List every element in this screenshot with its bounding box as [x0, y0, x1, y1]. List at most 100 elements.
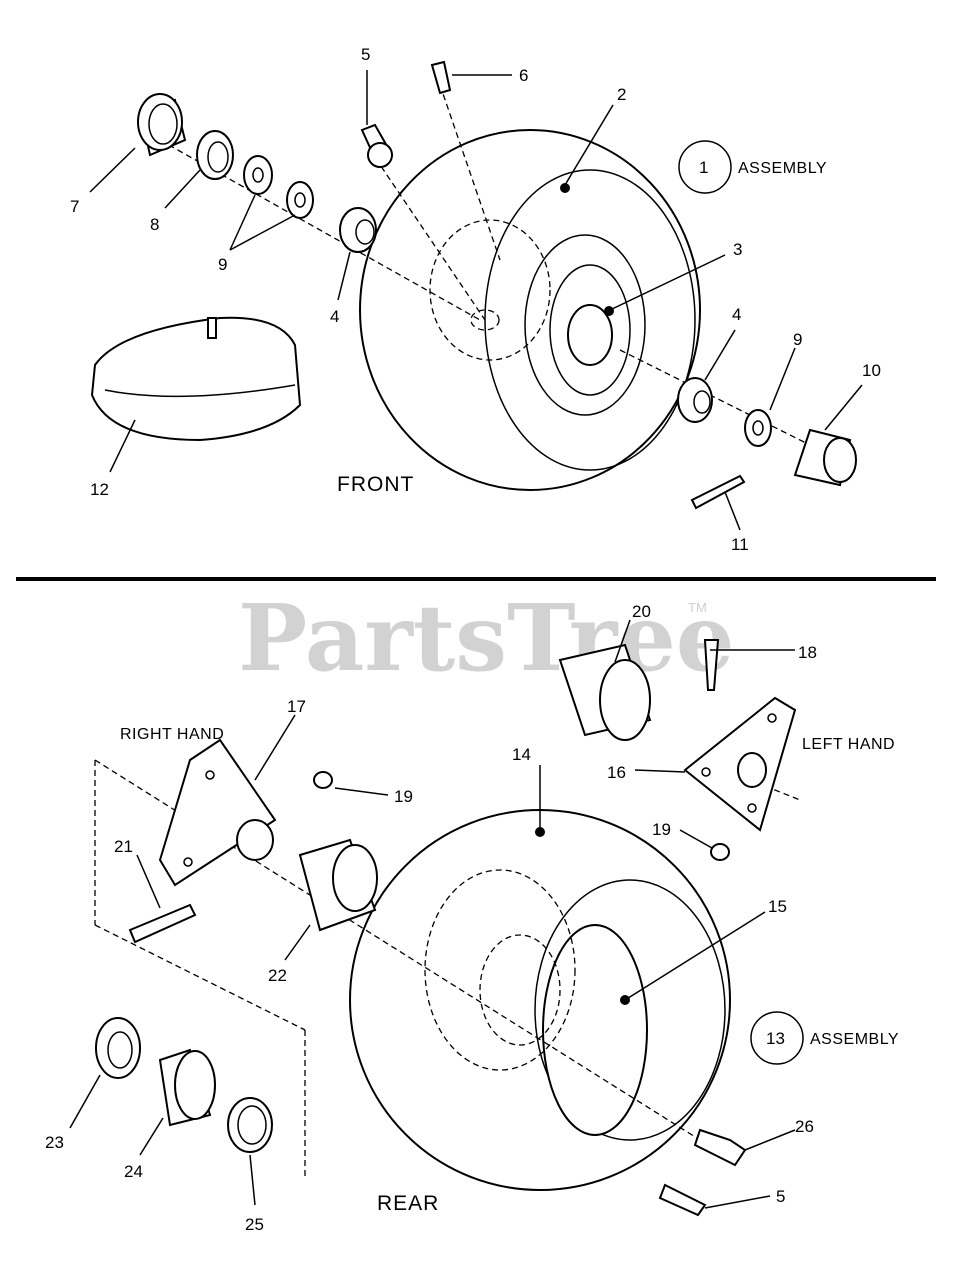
left-hand-label: LEFT HAND [802, 736, 895, 753]
nut-part-19a [313, 771, 333, 789]
leader-7 [89, 147, 136, 193]
leader-17 [254, 714, 296, 781]
rear-caption: REAR [377, 1192, 439, 1215]
nut-part-19b [710, 843, 730, 861]
callout-16: 16 [607, 763, 626, 782]
bolt-part-26 [693, 1128, 747, 1167]
leader-12 [109, 419, 136, 473]
inner-tube-part-12 [90, 316, 302, 442]
washer-part-9a [243, 155, 273, 195]
bearing-cup-part-7 [137, 93, 187, 157]
spacer-part-20 [558, 643, 652, 741]
callout-dot-3 [604, 306, 614, 316]
callout-6: 6 [519, 66, 528, 85]
callout-10: 10 [862, 361, 881, 380]
leader-9 [229, 194, 256, 251]
valve-stem-part-5 [360, 123, 394, 168]
leader-19 [334, 787, 389, 796]
callout-24: 24 [124, 1162, 143, 1181]
assembly-number-13: 13 [766, 1029, 785, 1048]
leader-15 [624, 911, 766, 1001]
clamp-part-25 [227, 1097, 273, 1153]
axis-line [369, 149, 486, 321]
callout-19: 19 [394, 787, 413, 806]
callout-11: 11 [731, 535, 749, 554]
bearing-part-8 [196, 130, 234, 180]
bracket-part-16 [683, 696, 797, 832]
leader-20 [614, 619, 631, 663]
watermark-trademark: TM [688, 600, 707, 615]
callout-7: 7 [70, 197, 79, 216]
assembly-circle-1 [678, 140, 732, 194]
right-hand-label: RIGHT HAND [120, 726, 224, 743]
callout-dot-14 [535, 827, 545, 837]
callout-26: 26 [795, 1117, 814, 1136]
spacer-part-22 [298, 838, 378, 932]
cotter-pin-part-11 [690, 474, 746, 510]
callout-5: 5 [361, 45, 370, 64]
leader-25 [249, 1154, 256, 1206]
leader-4 [337, 251, 351, 301]
hub-cap-part-10 [793, 428, 857, 487]
washer-part-9b [286, 181, 314, 219]
bolt-part-21 [128, 903, 197, 944]
bushing-part-4-right [677, 377, 713, 423]
axis-line [619, 349, 831, 456]
leader-2 [564, 104, 614, 186]
leader-22 [284, 924, 311, 961]
front-tire [359, 129, 701, 491]
rear-tire [349, 809, 731, 1191]
callout-25: 25 [245, 1215, 264, 1234]
callout-4: 4 [732, 305, 741, 324]
callout-9: 9 [218, 255, 227, 274]
leader-16 [634, 769, 686, 773]
callout-14: 14 [512, 745, 531, 764]
valve-stem-part-5-rear [658, 1183, 707, 1217]
callout-23: 23 [45, 1133, 64, 1152]
watermark-text: PartsTree [238, 584, 734, 692]
callout-dot-2 [560, 183, 570, 193]
assembly-label-1: ASSEMBLY [738, 160, 827, 177]
leader-26 [744, 1129, 796, 1151]
callout-9: 9 [793, 330, 802, 349]
leader-24 [139, 1117, 164, 1156]
callout-22: 22 [268, 966, 287, 985]
callout-5: 5 [776, 1187, 785, 1206]
assembly-circle-13 [750, 1011, 804, 1065]
bolt-part-18 [703, 639, 720, 691]
leader-9 [769, 347, 796, 411]
grease-fitting-part-6 [430, 60, 452, 95]
leader-21 [136, 854, 161, 909]
bushing-part-24 [158, 1048, 216, 1127]
axis-line [439, 84, 501, 261]
assembly-number-1: 1 [699, 158, 708, 177]
axis-line [94, 924, 306, 1031]
seal-part-23 [95, 1017, 141, 1079]
callout-12: 12 [90, 480, 109, 499]
leader-5 [704, 1195, 771, 1209]
callout-3: 3 [733, 240, 742, 259]
callout-4: 4 [330, 307, 339, 326]
bracket-part-17 [158, 738, 277, 887]
leader-19 [679, 829, 713, 849]
axis-line [94, 759, 701, 1141]
callout-dot-15 [620, 995, 630, 1005]
assembly-label-13: ASSEMBLY [810, 1031, 899, 1048]
washer-part-9c [744, 409, 772, 447]
callout-21: 21 [114, 837, 133, 856]
leader-10 [824, 384, 863, 431]
leader-9 [229, 214, 296, 251]
bushing-part-4 [339, 207, 377, 253]
callout-15: 15 [768, 897, 787, 916]
leader-3 [609, 254, 726, 311]
callout-20: 20 [632, 602, 651, 621]
leader-8 [164, 169, 201, 209]
callout-18: 18 [798, 643, 817, 662]
leader-4 [704, 329, 736, 381]
callout-19: 19 [652, 820, 671, 839]
callout-8: 8 [150, 215, 159, 234]
leader-11 [724, 491, 741, 531]
callout-2: 2 [617, 85, 626, 104]
front-caption: FRONT [337, 473, 414, 496]
